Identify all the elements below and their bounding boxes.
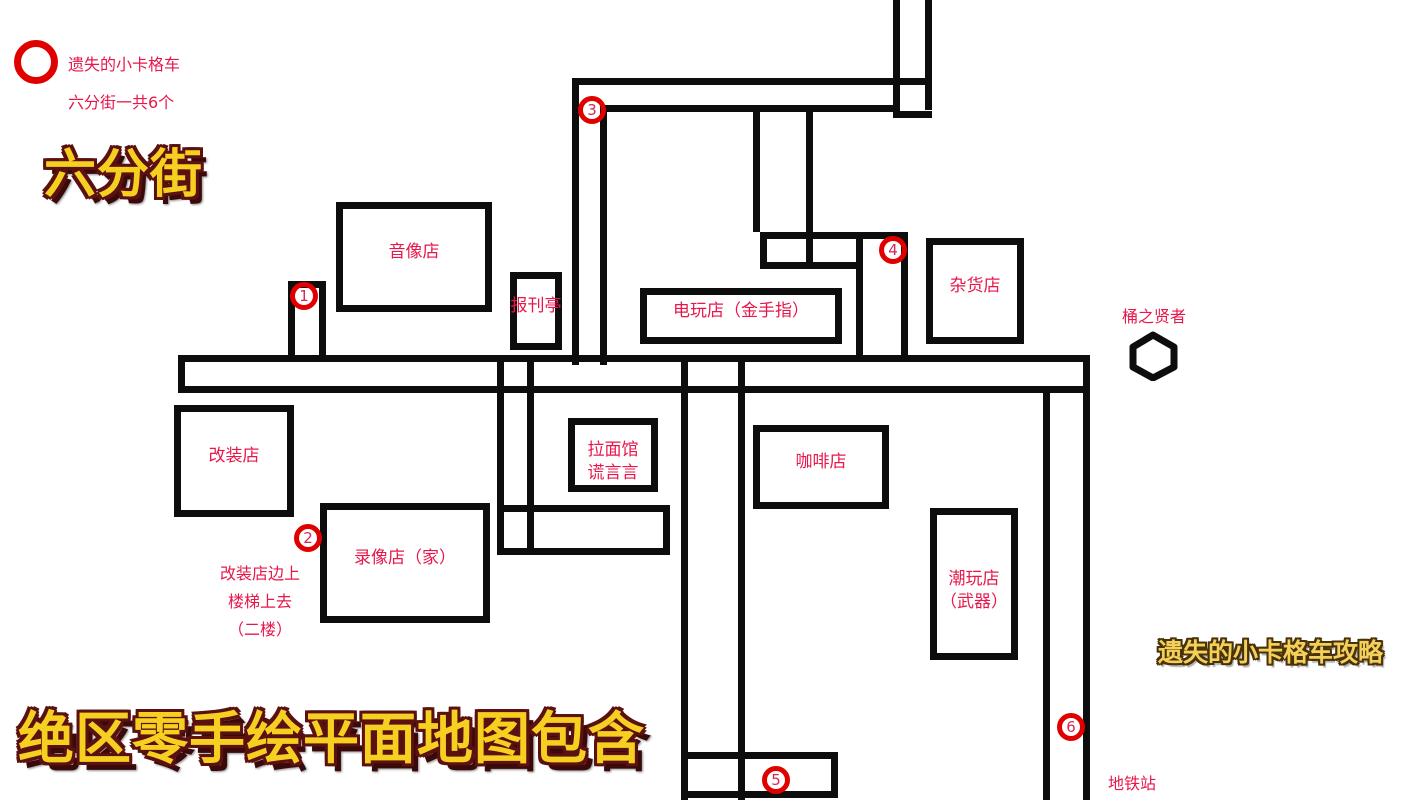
wall-segment <box>572 78 928 85</box>
legend-line-2: 六分街一共6个 <box>68 93 175 112</box>
main-avenue-left-edge <box>681 393 688 800</box>
right-avenue-left-edge <box>1043 393 1050 800</box>
wall-segment <box>497 355 504 555</box>
annotation-subway-note: 地铁站 <box>1107 774 1156 793</box>
marker-2[interactable]: 2 <box>294 524 322 552</box>
wall-segment <box>527 355 534 555</box>
marker-3[interactable]: 3 <box>578 96 606 124</box>
wall-segment <box>600 105 607 365</box>
wall-segment <box>319 281 326 359</box>
wall-segment <box>831 752 838 798</box>
wall-segment <box>893 111 932 118</box>
building-newsstand[interactable] <box>510 272 562 350</box>
marker-1[interactable]: 1 <box>290 282 318 310</box>
wall-segment <box>901 232 908 360</box>
watermark-text: 遗失的小卡格车攻略 <box>1158 638 1384 667</box>
wall-segment <box>806 232 813 269</box>
wall-segment <box>288 281 295 359</box>
main-street-left-cap <box>178 355 185 393</box>
wall-segment <box>572 78 579 365</box>
bottom-title: 绝区零手绘平面地图包含 <box>18 707 645 772</box>
wall-segment <box>753 112 760 232</box>
marker-4[interactable]: 4 <box>879 236 907 264</box>
building-coffee[interactable] <box>753 425 889 509</box>
wall-segment <box>893 0 900 118</box>
building-arcade[interactable] <box>640 288 842 344</box>
main-street-bottom-edge <box>178 386 1090 393</box>
wall-segment <box>1083 355 1090 393</box>
building-grocery[interactable] <box>926 238 1024 344</box>
wall-segment <box>806 112 813 232</box>
building-mod-shop[interactable] <box>174 405 294 517</box>
hexagon-icon <box>1127 331 1179 385</box>
sage-of-barrel-label: 桶之贤者 <box>1122 307 1187 326</box>
wall-segment <box>497 505 670 512</box>
marker-6[interactable]: 6 <box>1057 713 1085 741</box>
wall-segment <box>600 105 900 112</box>
page-title: 六分街 <box>44 145 204 205</box>
marker-5[interactable]: 5 <box>762 766 790 794</box>
main-avenue-right-edge <box>738 393 745 800</box>
building-video-store[interactable] <box>320 503 490 623</box>
wall-segment <box>663 505 670 555</box>
wall-segment <box>681 355 688 393</box>
legend-line-1: 遗失的小卡格车 <box>68 55 181 74</box>
wall-segment <box>856 232 863 360</box>
wall-segment <box>738 355 745 393</box>
legend-red-circle-icon <box>14 40 58 84</box>
wall-segment <box>760 232 908 239</box>
annotation-stairs-note: 改装店边上 楼梯上去 （二楼） <box>219 564 300 639</box>
wall-segment <box>760 232 767 269</box>
building-toy-weapon[interactable] <box>930 508 1018 660</box>
building-av-store[interactable] <box>336 202 492 312</box>
wall-segment <box>497 548 670 555</box>
main-street-top-edge <box>178 355 1090 362</box>
wall-segment <box>925 0 932 110</box>
wall-segment <box>681 791 838 798</box>
building-ramen[interactable] <box>568 418 658 492</box>
wall-segment <box>681 752 838 759</box>
right-avenue-right-edge <box>1083 393 1090 800</box>
